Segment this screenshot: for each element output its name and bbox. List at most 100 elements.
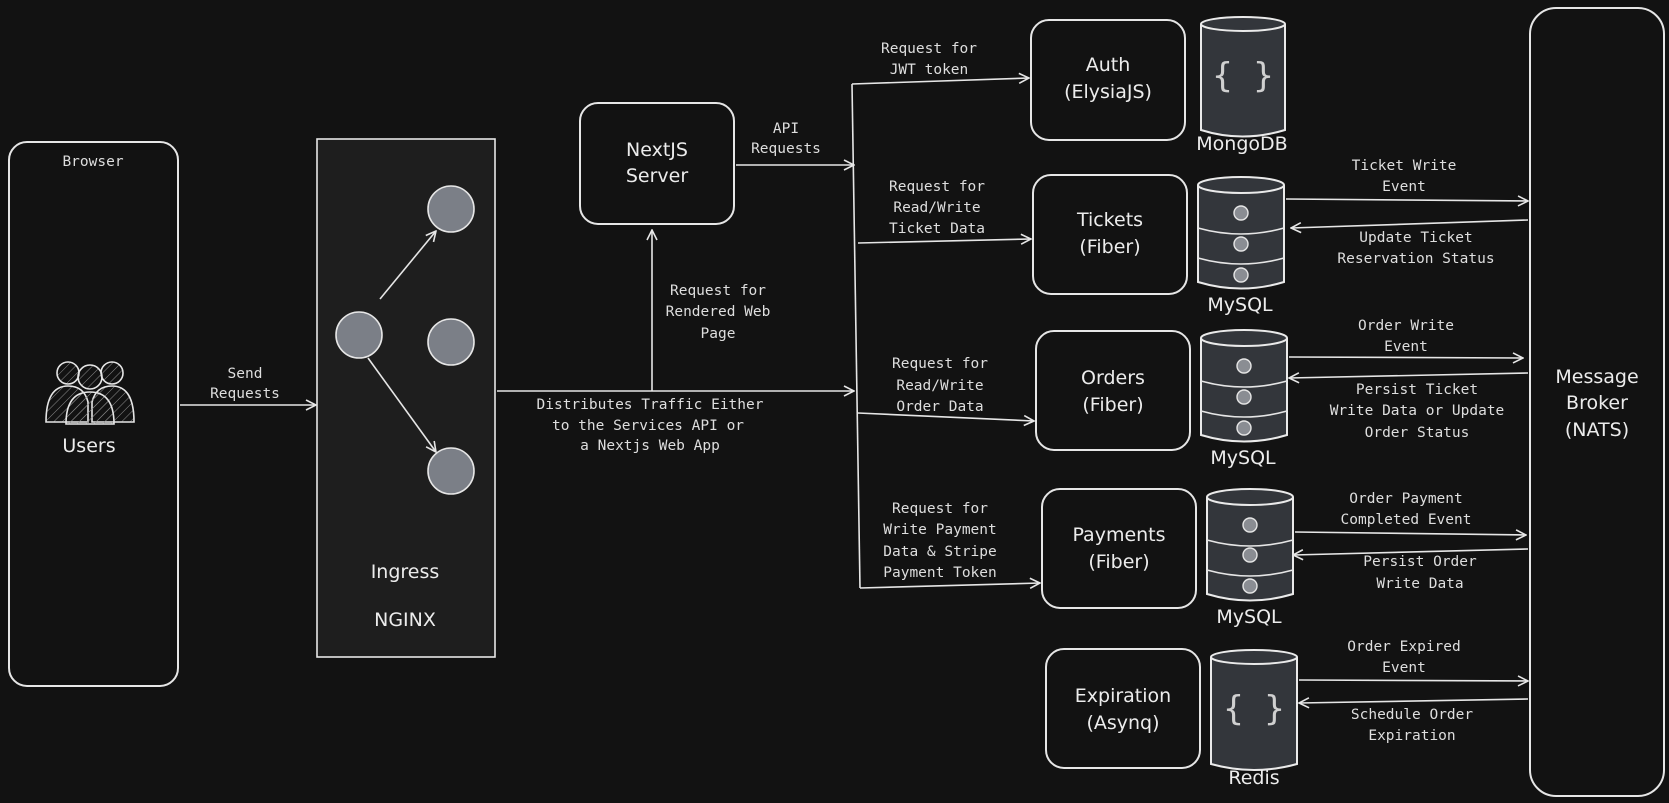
- orders-request-label-2: Read/Write: [896, 378, 983, 394]
- persist-ticket-label-1: Persist Ticket: [1356, 382, 1478, 398]
- expiration-service: Expiration (Asynq): [1045, 648, 1201, 769]
- payments-request-label-2: Write Payment: [883, 522, 997, 538]
- rendered-request-label-3: Page: [701, 326, 736, 342]
- tickets-db-label: MySQL: [1207, 294, 1273, 316]
- tickets-box: [1032, 174, 1188, 295]
- tickets-name: Tickets: [1076, 209, 1143, 231]
- rendered-request-label-1: Request for: [670, 283, 766, 299]
- send-requests-label-2: Requests: [210, 386, 280, 402]
- mysql-disk-dot: [1236, 358, 1252, 374]
- send-requests-label-1: Send: [228, 366, 263, 382]
- order-write-label-1: Order Write: [1358, 318, 1454, 334]
- order-payment-label-1: Order Payment: [1349, 491, 1463, 507]
- distributes-label-3: a Nextjs Web App: [580, 438, 720, 454]
- persist-ticket-label-3: Order Status: [1365, 425, 1470, 441]
- payments-request-label-3: Data & Stripe: [883, 544, 997, 560]
- mysql-disk-dot: [1233, 205, 1249, 221]
- browser-container: Browser Users: [8, 141, 179, 687]
- braces-icon: { }: [1212, 56, 1273, 96]
- browser-title: Browser: [62, 154, 123, 170]
- ticket-write-label-2: Event: [1382, 179, 1426, 195]
- order-write-event-arrow: [1288, 357, 1523, 358]
- persist-ticket-label-2: Write Data or Update: [1330, 403, 1505, 419]
- persist-order-label-1: Persist Order: [1363, 554, 1477, 570]
- payments-request-label-4: Payment Token: [883, 565, 997, 581]
- expiration-box: [1045, 648, 1201, 769]
- tickets-request-arrow: [857, 239, 1031, 243]
- payments-box: [1041, 488, 1197, 609]
- order-write-label-2: Event: [1384, 339, 1428, 355]
- orders-request-arrow: [857, 412, 1034, 421]
- service-bus-line: [851, 83, 861, 589]
- order-expired-label-1: Order Expired: [1347, 639, 1461, 655]
- tickets-request-label-2: Read/Write: [893, 200, 980, 216]
- orders-box: [1035, 330, 1191, 451]
- tickets-mysql-database: MySQL: [1197, 176, 1285, 316]
- schedule-order-arrow: [1299, 699, 1529, 703]
- nextjs-label-2: Server: [626, 165, 688, 187]
- rendered-request-label-2: Rendered Web: [666, 304, 771, 320]
- nextjs-label-1: NextJS: [626, 139, 688, 161]
- ingress-node-target-3: [427, 447, 475, 495]
- payments-framework: (Fiber): [1088, 551, 1149, 573]
- tickets-service: Tickets (Fiber): [1032, 174, 1188, 295]
- redis-database: { } Redis: [1210, 649, 1298, 789]
- orders-db-label: MySQL: [1210, 447, 1276, 469]
- redis-cylinder: [1210, 657, 1298, 771]
- mysql-disk-dot: [1236, 420, 1252, 436]
- ingress-route-arrow-3: [367, 357, 436, 452]
- braces-icon: { }: [1223, 689, 1284, 729]
- expiration-framework: (Asynq): [1086, 712, 1159, 734]
- mongodb-cylinder: [1200, 24, 1286, 138]
- mysql-disk-dot: [1242, 547, 1258, 563]
- orders-request-label-1: Request for: [892, 356, 988, 372]
- mongodb-label: MongoDB: [1196, 133, 1287, 155]
- mysql-disk-dot: [1242, 578, 1258, 594]
- nextjs-server: NextJS Server: [579, 102, 735, 225]
- message-broker: Message Broker (NATS): [1529, 7, 1665, 797]
- auth-name: Auth: [1086, 54, 1131, 76]
- ingress-node-source: [335, 311, 383, 359]
- update-ticket-label-1: Update Ticket: [1359, 230, 1473, 246]
- tickets-request-label-1: Request for: [889, 179, 985, 195]
- ingress-nginx: Ingress NGINX: [316, 138, 496, 658]
- order-payment-event-arrow: [1294, 532, 1526, 535]
- ticket-write-event-arrow: [1285, 199, 1528, 201]
- mysql-disk-dot: [1233, 267, 1249, 283]
- ingress-label-2: NGINX: [374, 609, 436, 631]
- auth-request-arrow: [851, 78, 1029, 85]
- broker-label-3: (NATS): [1565, 419, 1629, 441]
- order-expired-label-2: Event: [1382, 660, 1426, 676]
- schedule-order-label-1: Schedule Order: [1351, 707, 1473, 723]
- auth-box: [1030, 19, 1186, 141]
- ingress-node-target-1: [427, 185, 475, 233]
- ingress-node-target-2: [427, 318, 475, 366]
- broker-label-2: Broker: [1566, 392, 1628, 414]
- auth-framework: (ElysiaJS): [1064, 81, 1152, 103]
- payments-request-label-1: Request for: [892, 501, 988, 517]
- persist-order-arrow: [1293, 548, 1529, 555]
- broker-label-1: Message: [1555, 366, 1638, 388]
- expiration-name: Expiration: [1075, 685, 1171, 707]
- distributes-label-1: Distributes Traffic Either: [537, 397, 764, 413]
- browser-box: [8, 141, 179, 687]
- payments-service: Payments (Fiber): [1041, 488, 1197, 609]
- orders-mysql-database: MySQL: [1200, 329, 1288, 469]
- persist-order-label-2: Write Data: [1376, 576, 1463, 592]
- api-requests-label-2: Requests: [751, 141, 821, 157]
- api-requests-label-1: API: [773, 121, 799, 137]
- orders-service: Orders (Fiber): [1035, 330, 1191, 451]
- ticket-write-label-1: Ticket Write: [1352, 158, 1457, 174]
- auth-request-label-2: JWT token: [890, 62, 969, 78]
- update-ticket-label-2: Reservation Status: [1337, 251, 1494, 267]
- schedule-order-label-2: Expiration: [1368, 728, 1455, 744]
- users-icon: [45, 361, 135, 425]
- mysql-disk-dot: [1233, 236, 1249, 252]
- mysql-disk-dot: [1236, 389, 1252, 405]
- payments-name: Payments: [1072, 524, 1165, 546]
- users-label: Users: [62, 435, 115, 457]
- auth-request-label-1: Request for: [881, 41, 977, 57]
- tickets-framework: (Fiber): [1079, 236, 1140, 258]
- redis-label: Redis: [1228, 767, 1279, 789]
